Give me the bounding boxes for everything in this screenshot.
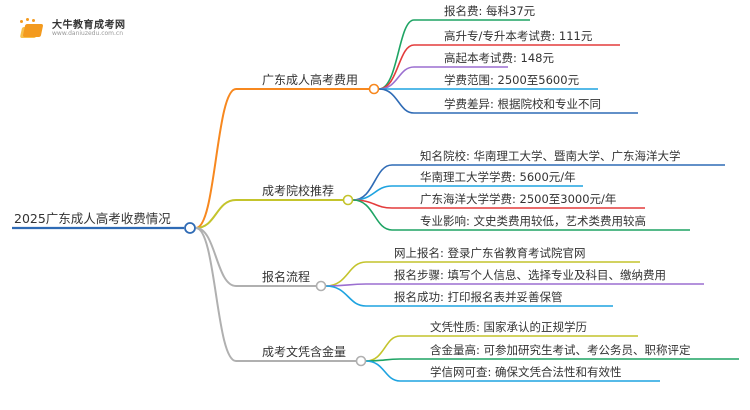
leaf-label: 广东海洋大学学费: 2500至3000元/年 (420, 192, 616, 206)
branch-node-circle[interactable] (368, 83, 380, 95)
branch-connector (195, 199, 237, 229)
branch-node-circle[interactable] (355, 355, 367, 367)
branch-connector (195, 227, 237, 362)
leaf-label: 华南理工大学学费: 5600元/年 (420, 170, 576, 184)
branch-label: 成考院校推荐 (262, 183, 334, 198)
leaf-label: 学费范围: 2500至5600元 (444, 73, 580, 87)
leaf-connector (378, 44, 415, 90)
branch-node-circle[interactable] (342, 194, 354, 206)
leaf-label: 知名院校: 华南理工大学、暨南大学、广东海洋大学 (420, 149, 681, 163)
book-logo-icon (19, 18, 46, 40)
leaf-label: 网上报名: 登录广东省教育考试院官网 (394, 246, 586, 260)
leaf-connector (352, 199, 393, 231)
branch-label: 成考文凭含金量 (262, 344, 346, 359)
root-label: 2025广东成人高考收费情况 (14, 211, 171, 226)
logo-name: 大牛教育成考网 (52, 20, 126, 32)
logo-url: www.daniuzedu.com.cn (52, 30, 124, 38)
leaf-label: 报名成功: 打印报名表并妥善保管 (394, 290, 563, 304)
leaf-connector (325, 261, 367, 287)
leaf-connector (365, 335, 401, 362)
branch-label: 报名流程 (262, 269, 310, 284)
leaf-label: 学信网可查: 确保文凭合法性和有效性 (430, 365, 622, 379)
site-logo[interactable]: 大牛教育成考网 www.daniuzedu.com.cn (19, 18, 126, 40)
root-node-circle[interactable] (184, 222, 196, 234)
leaf-connector (352, 185, 393, 201)
leaf-label: 学费差异: 根据院校和专业不同 (444, 97, 601, 111)
leaf-label: 高升专/专升本考试费: 111元 (444, 29, 593, 43)
leaf-connector (365, 360, 401, 382)
leaf-connector (378, 19, 415, 90)
leaf-label: 报名费: 每科37元 (444, 4, 536, 18)
leaf-connector (378, 88, 415, 114)
leaf-label: 高起本考试费: 148元 (444, 51, 554, 65)
leaf-label: 文凭性质: 国家承认的正规学历 (430, 320, 587, 334)
leaf-label: 专业影响: 文史类费用较低，艺术类费用较高 (420, 214, 646, 228)
branch-connector (195, 88, 237, 229)
leaf-label: 含金量高: 可参加研究生考试、考公务员、职称评定 (430, 343, 691, 357)
branch-node-circle[interactable] (315, 280, 327, 292)
leaf-connector (325, 285, 367, 307)
leaf-label: 报名步骤: 填写个人信息、选择专业及科目、缴纳费用 (394, 268, 666, 282)
branch-connector (195, 227, 237, 287)
branch-label: 广东成人高考费用 (262, 72, 358, 87)
